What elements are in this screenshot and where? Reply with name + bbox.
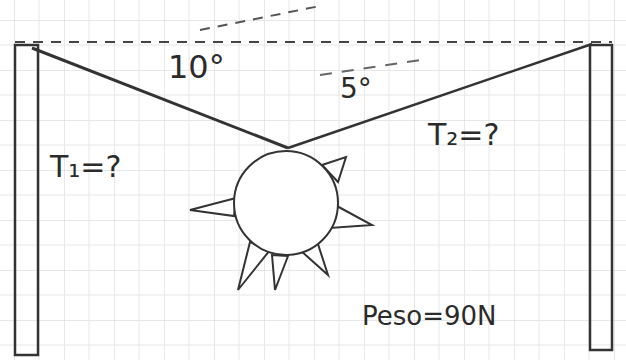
spike [272,255,288,290]
weight-label: Peso=90N [362,302,497,331]
angle-label: 5° [340,74,372,105]
spike [190,198,236,216]
angle-label: 10° [168,50,225,85]
dashed-line [200,6,320,30]
body [234,151,338,255]
tension-label: T₁=? [50,150,121,183]
dashed-line [320,60,420,75]
reference-line [15,41,612,43]
right-wall [590,45,612,350]
tension-label: T₂=? [428,118,499,151]
hanging-object [190,151,372,290]
rope [32,48,288,148]
left-wall [15,45,38,355]
